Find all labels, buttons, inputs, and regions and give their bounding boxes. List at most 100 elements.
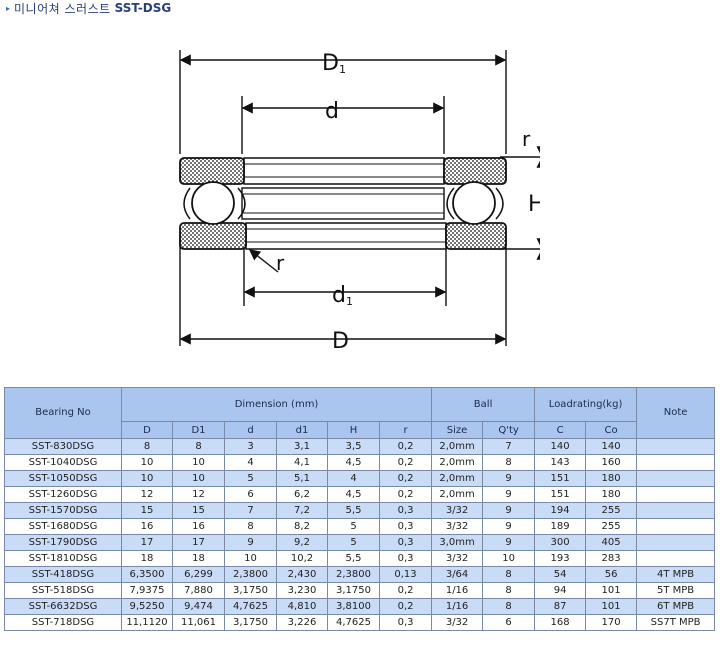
table-cell: 9,474 bbox=[172, 598, 225, 615]
table-cell: 140 bbox=[585, 438, 638, 455]
table-cell: SS7T MPB bbox=[636, 614, 716, 631]
table-cell: 10 bbox=[224, 550, 277, 567]
table-cell: 255 bbox=[585, 502, 638, 519]
table-cell: 3,1750 bbox=[224, 582, 277, 599]
table-cell: 8 bbox=[121, 438, 173, 455]
table-cell bbox=[636, 454, 716, 471]
table-cell: 3,5 bbox=[327, 438, 380, 455]
bearing-model-cell: SST-830DSG bbox=[4, 438, 122, 455]
table-cell: 0,3 bbox=[378, 614, 433, 631]
sub-header-cell: r bbox=[378, 421, 433, 439]
table-cell: 5 bbox=[327, 534, 380, 551]
table-cell: 3,1 bbox=[276, 438, 328, 455]
table-cell: 0,2 bbox=[378, 470, 433, 487]
table-cell: 3,226 bbox=[276, 614, 328, 631]
table-cell: 4,7625 bbox=[327, 614, 380, 631]
table-cell bbox=[636, 518, 716, 535]
table-cell: 8 bbox=[482, 582, 536, 599]
table-cell: 6,3500 bbox=[121, 566, 173, 583]
table-cell: 180 bbox=[585, 470, 638, 487]
label-d1: d1 bbox=[332, 283, 353, 308]
table-cell: 54 bbox=[534, 566, 587, 583]
table-cell: 94 bbox=[534, 582, 587, 599]
table-cell: 4,1 bbox=[276, 454, 328, 471]
sub-header-cell: H bbox=[327, 421, 380, 439]
table-cell: 10 bbox=[121, 454, 173, 471]
table-cell: 180 bbox=[585, 486, 638, 503]
table-cell: 8 bbox=[482, 566, 536, 583]
table-cell: 9 bbox=[482, 534, 536, 551]
table-cell: 7,9375 bbox=[121, 582, 173, 599]
table-cell: 56 bbox=[585, 566, 638, 583]
table-cell: 168 bbox=[534, 614, 587, 631]
table-cell: 2,430 bbox=[276, 566, 328, 583]
bearing-model-cell: SST-1040DSG bbox=[4, 454, 122, 471]
table-cell: 0,2 bbox=[378, 582, 433, 599]
sub-header-cell: Co bbox=[585, 421, 638, 439]
sub-header-cell: Q'ty bbox=[482, 421, 536, 439]
table-cell: 9 bbox=[482, 518, 536, 535]
table-cell: 2,0mm bbox=[431, 454, 484, 471]
table-cell: 11,1120 bbox=[121, 614, 173, 631]
table-cell bbox=[636, 470, 716, 487]
table-cell: 0,3 bbox=[378, 550, 433, 567]
bearing-model-cell: SST-1260DSG bbox=[4, 486, 122, 503]
table-cell: 10 bbox=[121, 470, 173, 487]
table-cell: 12 bbox=[121, 486, 173, 503]
table-cell: 9 bbox=[482, 470, 536, 487]
table-cell: 3,1750 bbox=[224, 614, 277, 631]
table-cell: 8 bbox=[482, 454, 536, 471]
table-cell: 10 bbox=[172, 454, 225, 471]
table-cell: 4,5 bbox=[327, 486, 380, 503]
table-cell: 255 bbox=[585, 518, 638, 535]
header-ball: Ball bbox=[431, 387, 536, 422]
table-cell: 3/32 bbox=[431, 550, 484, 567]
table-cell: 18 bbox=[172, 550, 225, 567]
table-cell: 8 bbox=[224, 518, 277, 535]
table-cell: 170 bbox=[585, 614, 638, 631]
bearing-model-cell: SST-1810DSG bbox=[4, 550, 122, 567]
table-cell: 2,3800 bbox=[327, 566, 380, 583]
table-cell: 10 bbox=[172, 470, 225, 487]
dimension-labels: D1 d r H r d1 D bbox=[276, 51, 540, 354]
table-cell: 0,2 bbox=[378, 598, 433, 615]
title-model-code: SST-DSG bbox=[114, 1, 172, 15]
table-cell: 6 bbox=[224, 486, 277, 503]
table-cell: 283 bbox=[585, 550, 638, 567]
table-cell: 16 bbox=[172, 518, 225, 535]
bearing-dimension-diagram: D1 d r H r d1 D bbox=[179, 50, 540, 354]
table-cell: 17 bbox=[121, 534, 173, 551]
table-cell: 3 bbox=[224, 438, 277, 455]
bearing-model-cell: SST-1570DSG bbox=[4, 502, 122, 519]
bearing-model-cell: SST-718DSG bbox=[4, 614, 122, 631]
bullet-arrow-icon: ▸ bbox=[6, 3, 11, 13]
bearing-model-cell: SST-6632DSG bbox=[4, 598, 122, 615]
table-cell: 11,061 bbox=[172, 614, 225, 631]
label-H: H bbox=[528, 192, 540, 217]
table-cell: 140 bbox=[534, 438, 587, 455]
table-cell bbox=[636, 534, 716, 551]
header-loadrating: Loadrating(kg) bbox=[534, 387, 638, 422]
sub-header-cell: d bbox=[224, 421, 277, 439]
bearing-model-cell: SST-518DSG bbox=[4, 582, 122, 599]
table-cell: 151 bbox=[534, 486, 587, 503]
table-cell: 4 bbox=[224, 454, 277, 471]
sub-header-cell: D1 bbox=[172, 421, 225, 439]
header-note: Note bbox=[636, 387, 716, 439]
table-cell: 0,3 bbox=[378, 502, 433, 519]
table-cell: 8,2 bbox=[276, 518, 328, 535]
table-cell: 0,2 bbox=[378, 438, 433, 455]
table-cell: 193 bbox=[534, 550, 587, 567]
sub-header-cell: C bbox=[534, 421, 587, 439]
table-cell bbox=[636, 486, 716, 503]
table-cell: 1/16 bbox=[431, 598, 484, 615]
table-cell: 3,230 bbox=[276, 582, 328, 599]
table-cell: 405 bbox=[585, 534, 638, 551]
table-cell bbox=[636, 550, 716, 567]
bearing-cross-section bbox=[179, 157, 507, 250]
label-r-bottom: r bbox=[276, 251, 285, 275]
